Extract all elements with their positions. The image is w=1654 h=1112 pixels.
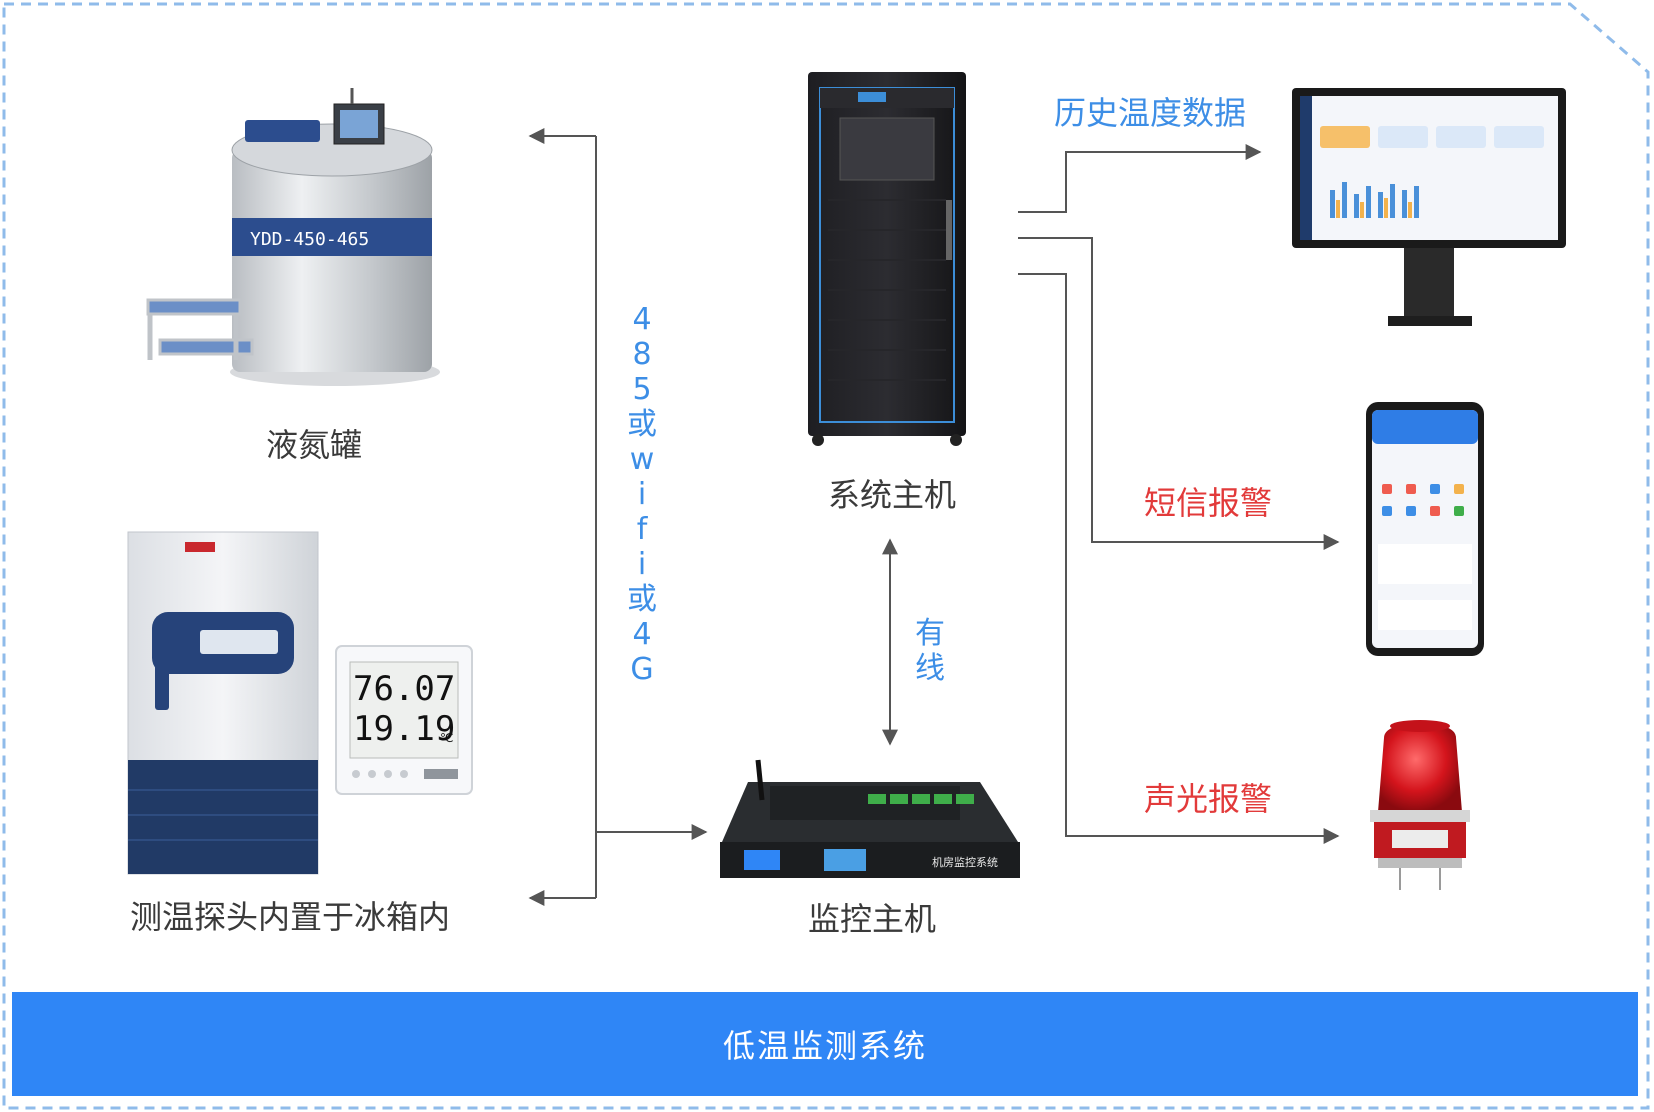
arrow-right-icon (1018, 144, 1262, 213)
sensor-temperature: 19.19 (353, 709, 455, 749)
wired-char: 有 (915, 616, 945, 651)
system-host-label: 系统主机 (828, 476, 957, 514)
footer-title-bar: 低温监测系统 (12, 992, 1638, 1096)
dashboard-monitor (1292, 88, 1566, 326)
freezer-label: 测温探头内置于冰箱内 (130, 898, 451, 936)
sound-light-alarm-label: 声光报警 (1144, 780, 1273, 818)
wireless-char: i (637, 547, 647, 582)
ln2-tank-image: YDD-450-465 (146, 88, 440, 386)
ln2-tank-model: YDD-450-465 (250, 229, 369, 250)
alarm-lamp (1370, 720, 1470, 890)
wireless-char: w (629, 442, 655, 477)
monitor-host-label: 监控主机 (808, 900, 937, 938)
wired-char: 线 (915, 651, 945, 686)
mobile-phone (1366, 402, 1484, 656)
wireless-char: 8 (632, 337, 652, 372)
sensor-unit: ℃ (440, 731, 453, 745)
monitor-host-device: 机房监控系统 (720, 759, 1020, 878)
wireless-char: 4 (632, 302, 652, 337)
wireless-char: 或 (627, 582, 657, 617)
freezer-image (127, 531, 319, 875)
wireless-char: G (630, 652, 654, 687)
wireless-char: f (636, 512, 648, 547)
sensor-humidity: 76.07 (353, 669, 455, 709)
arrow-right-icon (1018, 273, 1340, 844)
temp-humidity-sensor: 76.07 19.19 ℃ (335, 645, 473, 795)
wireless-char: 或 (627, 407, 657, 442)
system-host-cabinet (808, 72, 966, 446)
monitor-host-panel-text: 机房监控系统 (932, 855, 998, 869)
wired-connection-label: 有线 (910, 616, 950, 686)
wireless-char: i (637, 477, 647, 512)
sms-alarm-label: 短信报警 (1144, 484, 1273, 522)
wireless-char: 4 (632, 617, 652, 652)
arrow-right-icon (1018, 237, 1340, 550)
history-data-label: 历史温度数据 (1054, 94, 1247, 132)
ln2-tank-label: 液氮罐 (266, 426, 363, 464)
wireless-char: 5 (632, 372, 652, 407)
footer-title: 低温监测系统 (722, 1027, 927, 1065)
